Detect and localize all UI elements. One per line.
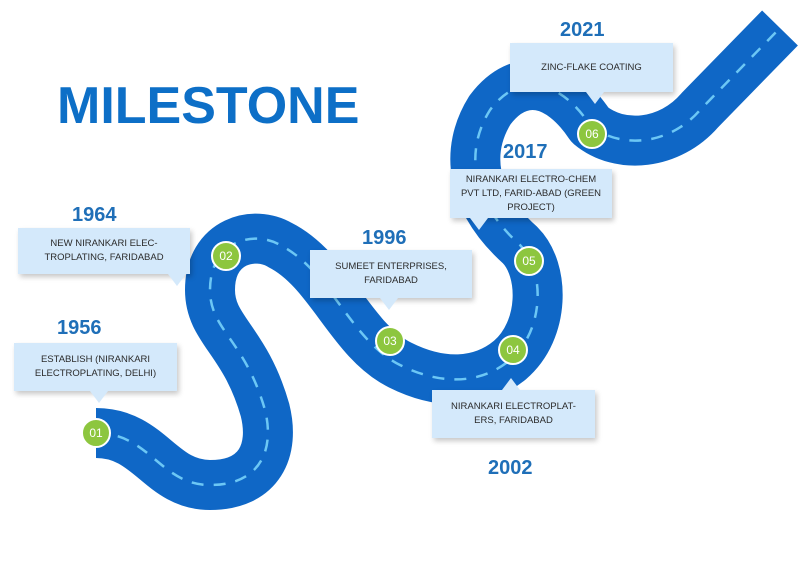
milestone-badge-01: 01 (81, 418, 111, 448)
page-title: MILESTONE (57, 77, 360, 135)
milestone-text: ZINC-FLAKE COATING (541, 61, 642, 73)
milestone-text: NIRANKARI ELECTROPLAT-ERS, FARIDABAD (451, 401, 576, 426)
milestone-badge-05: 05 (514, 246, 544, 276)
milestone-text: NIRANKARI ELECTRO-CHEM PVT LTD, FARID-AB… (460, 173, 602, 213)
milestone-box-2017: NIRANKARI ELECTRO-CHEM PVT LTD, FARID-AB… (450, 169, 612, 230)
callout-pointer (168, 274, 186, 286)
milestone-box-2021: ZINC-FLAKE COATING (510, 43, 673, 104)
callout-pointer (380, 298, 398, 310)
year-1956: 1956 (57, 317, 102, 339)
callout-pointer (586, 92, 604, 104)
milestone-text: SUMEET ENTERPRISES, FARIDABAD (335, 261, 447, 286)
year-1964: 1964 (72, 204, 117, 226)
year-2002: 2002 (488, 457, 533, 479)
year-2021: 2021 (560, 19, 605, 41)
year-2017: 2017 (503, 141, 548, 163)
milestone-badge-06: 06 (577, 119, 607, 149)
callout-pointer (502, 378, 520, 390)
milestone-text: ESTABLISH (NIRANKARI ELECTROPLATING, DEL… (34, 354, 157, 379)
milestone-badge-02: 02 (211, 241, 241, 271)
milestone-text: NEW NIRANKARI ELEC-TROPLATING, FARIDABAD (44, 238, 164, 263)
milestone-box-1956: ESTABLISH (NIRANKARI ELECTROPLATING, DEL… (14, 343, 177, 403)
milestone-box-1996: SUMEET ENTERPRISES, FARIDABAD (310, 250, 472, 310)
milestone-badge-03: 03 (375, 326, 405, 356)
year-1996: 1996 (362, 227, 407, 249)
milestone-box-2002: NIRANKARI ELECTROPLAT-ERS, FARIDABAD (432, 378, 595, 438)
callout-pointer (470, 218, 488, 230)
milestone-badge-04: 04 (498, 335, 528, 365)
milestone-box-1964: NEW NIRANKARI ELEC-TROPLATING, FARIDABAD (18, 228, 190, 286)
callout-pointer (90, 391, 108, 403)
